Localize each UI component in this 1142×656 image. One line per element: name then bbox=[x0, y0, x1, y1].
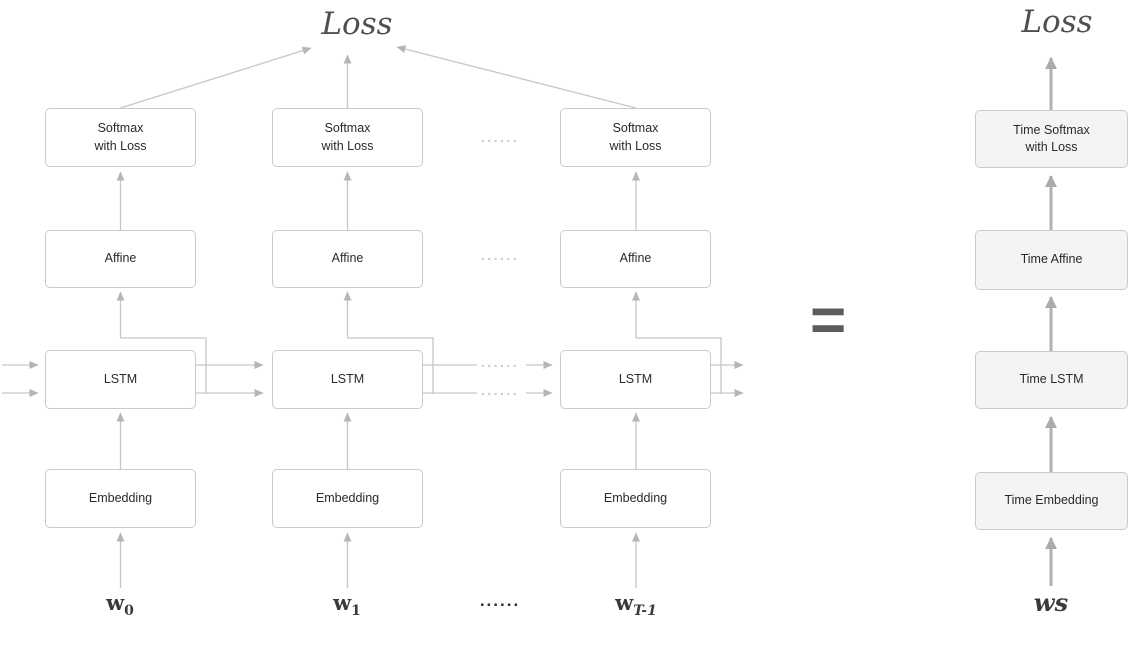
ellipsis-inputs-row: ...... bbox=[479, 591, 521, 610]
affine-label: Affine bbox=[104, 251, 137, 266]
lstm-box-t1: LSTM bbox=[272, 350, 423, 409]
time-affine-label: Time Affine bbox=[1020, 252, 1083, 267]
lstm-label: LSTM bbox=[103, 371, 138, 386]
affine-box-t1: Affine bbox=[272, 230, 423, 288]
softmax-label-line2: with Loss bbox=[94, 138, 147, 153]
softmax-box-t1: Softmax with Loss bbox=[272, 108, 423, 167]
softmax-box-tlast: Softmax with Loss bbox=[560, 108, 711, 167]
lstm-output-elbow bbox=[347, 337, 434, 394]
left-network-wires bbox=[2, 45, 744, 588]
input-label-w1: w1 bbox=[292, 590, 402, 619]
ellipsis-affine-row: ...... bbox=[480, 247, 520, 263]
w-base: w bbox=[615, 590, 634, 615]
lstm-label: LSTM bbox=[330, 371, 365, 386]
w-subscript: 1 bbox=[351, 603, 361, 620]
softmax-label-line2: with Loss bbox=[321, 138, 374, 153]
lstm-output-elbow bbox=[120, 337, 207, 394]
time-affine-box: Time Affine bbox=[975, 230, 1128, 290]
w-base: w bbox=[333, 590, 352, 615]
embedding-label: Embedding bbox=[315, 490, 380, 505]
softmax-label-line1: Softmax bbox=[612, 121, 659, 135]
loss-label-right: Loss bbox=[1021, 4, 1093, 40]
input-label-wT-1: wT-1 bbox=[581, 590, 691, 619]
affine-label: Affine bbox=[331, 251, 364, 266]
embedding-box-t1: Embedding bbox=[272, 469, 423, 528]
input-label-ws: ws bbox=[1033, 588, 1069, 617]
affine-box-t0: Affine bbox=[45, 230, 196, 288]
embedding-label: Embedding bbox=[603, 490, 668, 505]
softmax-to-loss-arrow bbox=[396, 45, 637, 109]
lstm-label: LSTM bbox=[618, 371, 653, 386]
softmax-label-line2: with Loss bbox=[609, 138, 662, 153]
time-embedding-label: Time Embedding bbox=[1004, 493, 1099, 508]
time-lstm-label: Time LSTM bbox=[1019, 372, 1084, 387]
equals-sign: = bbox=[810, 286, 847, 355]
time-softmax-label-line1: Time Softmax bbox=[1013, 122, 1090, 137]
input-label-w0: w0 bbox=[65, 590, 175, 619]
w-subscript: 0 bbox=[124, 603, 134, 620]
softmax-label-line1: Softmax bbox=[324, 121, 371, 135]
time-lstm-box: Time LSTM bbox=[975, 351, 1128, 409]
lstm-box-t0: LSTM bbox=[45, 350, 196, 409]
w-base: w bbox=[106, 590, 125, 615]
embedding-box-tlast: Embedding bbox=[560, 469, 711, 528]
softmax-label-line1: Softmax bbox=[97, 121, 144, 135]
ellipsis-hidden-state-row: ...... bbox=[480, 354, 520, 370]
time-softmax-box: Time Softmax with Loss bbox=[975, 110, 1128, 168]
embedding-box-t0: Embedding bbox=[45, 469, 196, 528]
time-softmax-label-line2: with Loss bbox=[1025, 140, 1078, 154]
softmax-to-loss-arrow bbox=[120, 46, 312, 109]
lstm-box-tlast: LSTM bbox=[560, 350, 711, 409]
affine-box-tlast: Affine bbox=[560, 230, 711, 288]
loss-label-left: Loss bbox=[321, 6, 393, 42]
ellipsis-softmax-row: ...... bbox=[480, 129, 520, 145]
softmax-box-t0: Softmax with Loss bbox=[45, 108, 196, 167]
embedding-label: Embedding bbox=[88, 490, 153, 505]
w-subscript: T-1 bbox=[633, 603, 657, 620]
time-embedding-box: Time Embedding bbox=[975, 472, 1128, 530]
affine-label: Affine bbox=[619, 251, 652, 266]
ellipsis-cell-state-row: ...... bbox=[480, 382, 520, 398]
lstm-output-elbow bbox=[636, 337, 722, 394]
